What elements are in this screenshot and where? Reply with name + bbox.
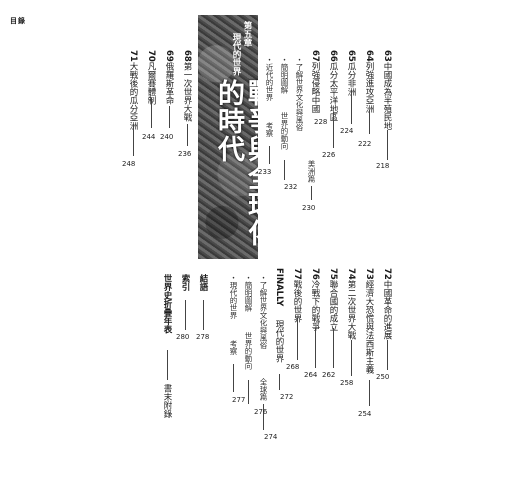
toc-sub-culture-region: 全球篇 <box>259 378 268 401</box>
leader-line <box>351 340 352 376</box>
finally-label[interactable]: FINALLY <box>274 268 284 307</box>
toc-sub-culture-region: 美洲篇 <box>307 160 316 183</box>
page-label: 目錄 <box>10 17 26 25</box>
toc-entry-69[interactable]: 69俄羅斯革命 <box>164 50 174 105</box>
leader-line <box>369 110 370 134</box>
page-number: 250 <box>376 373 390 381</box>
toc-entry-74[interactable]: 74第二次世界大戰 <box>346 268 356 340</box>
page-number: 264 <box>304 371 318 379</box>
page-number: 258 <box>340 379 354 387</box>
page-number: 276 <box>254 408 268 416</box>
page-number: 277 <box>232 396 246 404</box>
toc-entry-66[interactable]: 66瓜分太平洋地區 <box>328 50 338 122</box>
leader-line <box>333 328 334 368</box>
leader-line <box>333 112 334 148</box>
leader-line <box>369 380 370 406</box>
toc-entry-77[interactable]: 77戰後的世界 <box>292 268 302 323</box>
toc-sub-exam-label: 考察 <box>229 340 238 355</box>
leader-line <box>297 318 298 360</box>
toc-sub-diagram[interactable]: ・簡明圖解 <box>244 274 253 312</box>
toc-entry-73[interactable]: 73經濟大恐慌與法西斯主義 <box>364 268 374 374</box>
toc-entry-76[interactable]: 76冷戰下的戰爭 <box>310 268 320 331</box>
page-number: 262 <box>322 371 336 379</box>
leader-line <box>351 90 352 124</box>
page-number: 248 <box>122 160 136 168</box>
toc-entry-72[interactable]: 72中國革命的進展 <box>382 268 392 340</box>
page-number: 232 <box>284 183 298 191</box>
chapter-label: 第五章 <box>242 21 252 47</box>
leader-line <box>167 350 168 380</box>
page-number: 230 <box>302 204 316 212</box>
leader-line <box>279 374 280 390</box>
leader-line <box>269 146 270 164</box>
page-number: 254 <box>358 410 372 418</box>
page-number: 268 <box>286 363 300 371</box>
toc-entry-70[interactable]: 70凡爾賽體制 <box>146 50 156 105</box>
chapter-subtitle: 現代的世界 <box>231 33 241 76</box>
leader-line <box>233 364 234 392</box>
toc-entry-75[interactable]: 75聯合國的成立 <box>328 268 338 331</box>
page-number: 244 <box>142 133 156 141</box>
toc-sub-exam[interactable]: ・近代的世界 <box>265 56 274 101</box>
toc-entry-71[interactable]: 71大戰後的瓜分亞洲 <box>128 50 138 130</box>
toc-sub-culture[interactable]: ・了解世界文化與風俗 <box>259 274 268 349</box>
toc-entry-65[interactable]: 65瓜分非洲 <box>346 50 356 96</box>
page-number: 226 <box>322 151 336 159</box>
page-number: 278 <box>196 333 210 341</box>
toc-entry-67[interactable]: 67列強侵略中國 <box>310 50 320 113</box>
toc-entry-68[interactable]: 68第一次世界大戰 <box>182 50 192 122</box>
page-number: 224 <box>340 127 354 135</box>
leader-line <box>169 106 170 128</box>
toc-entry-63[interactable]: 63中國成為半殖民地 <box>382 50 392 130</box>
toc-index[interactable]: 索引 <box>180 274 190 291</box>
page-number: 222 <box>358 140 372 148</box>
page-number: 274 <box>264 433 278 441</box>
toc-sub-diagram-topic: 世界的動向 <box>244 332 253 370</box>
leader-line <box>203 300 204 330</box>
toc-sub-diagram-topic: 世界的動向 <box>280 112 289 150</box>
toc-appendix: 書末附錄 <box>162 384 172 418</box>
toc-sub-exam-label: 考察 <box>265 122 274 137</box>
toc-sub-diagram[interactable]: ・簡明圖解 <box>280 56 289 94</box>
page-number: 280 <box>176 333 190 341</box>
page-number: 240 <box>160 133 174 141</box>
leader-line <box>248 380 249 404</box>
page-number: 218 <box>376 162 390 170</box>
leader-line <box>133 124 134 156</box>
leader-line <box>185 300 186 330</box>
leader-line <box>151 98 152 128</box>
leader-line <box>263 404 264 430</box>
leader-line <box>284 160 285 180</box>
leader-line <box>387 130 388 160</box>
toc-sub-culture[interactable]: ・了解世界文化與風俗 <box>295 56 304 131</box>
page-number: 228 <box>314 118 328 126</box>
chapter-title: 戰爭與全球化的時代 <box>213 79 258 247</box>
page-number: 272 <box>280 393 294 401</box>
toc-sub-exam[interactable]: ・現代的世界 <box>229 274 238 319</box>
finally-title: 現代的世界 <box>274 320 284 363</box>
leader-line <box>311 186 312 200</box>
page-number: 233 <box>258 168 272 176</box>
leader-line <box>187 124 188 146</box>
page-number: 236 <box>178 150 192 158</box>
chapter-banner: 第五章 現代的世界 戰爭與全球化的時代 <box>198 15 258 259</box>
toc-conclusion[interactable]: 結語 <box>198 274 208 291</box>
toc-entry-64[interactable]: 64列強進攻亞洲 <box>364 50 374 113</box>
leader-line <box>387 340 388 370</box>
leader-line <box>315 328 316 368</box>
toc-chronology[interactable]: 世界史折疊年表 <box>162 274 172 334</box>
